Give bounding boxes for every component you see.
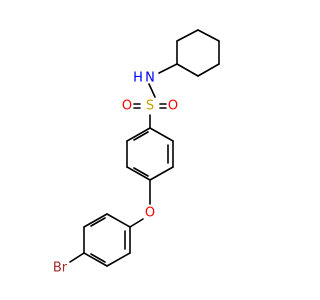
sulfur-label: S	[146, 99, 154, 114]
ether-oxygen-label: O	[145, 206, 155, 221]
nitrogen-label: N	[145, 71, 155, 86]
cyclohexyl-ring	[176, 29, 220, 77]
ether-aryl-bond	[129, 218, 144, 228]
s-n-bond	[148, 83, 156, 98]
br-aryl-bond	[69, 252, 85, 263]
sulfonyl-double-bonds	[133, 103, 167, 109]
structure-canvas: N H S O O O Br	[53, 29, 220, 276]
oxygen-left-label: O	[122, 99, 132, 114]
n-cyclohexyl-bond	[158, 63, 178, 74]
oxygen-right-label: O	[168, 99, 178, 114]
nitrogen-hydrogen-label: H	[133, 71, 143, 86]
benzene-ring-lower	[83, 213, 131, 267]
bromine-label: Br	[53, 261, 68, 276]
molecule-diagram: N H S O O O Br	[53, 29, 220, 276]
benzene-ring-upper	[126, 127, 174, 181]
